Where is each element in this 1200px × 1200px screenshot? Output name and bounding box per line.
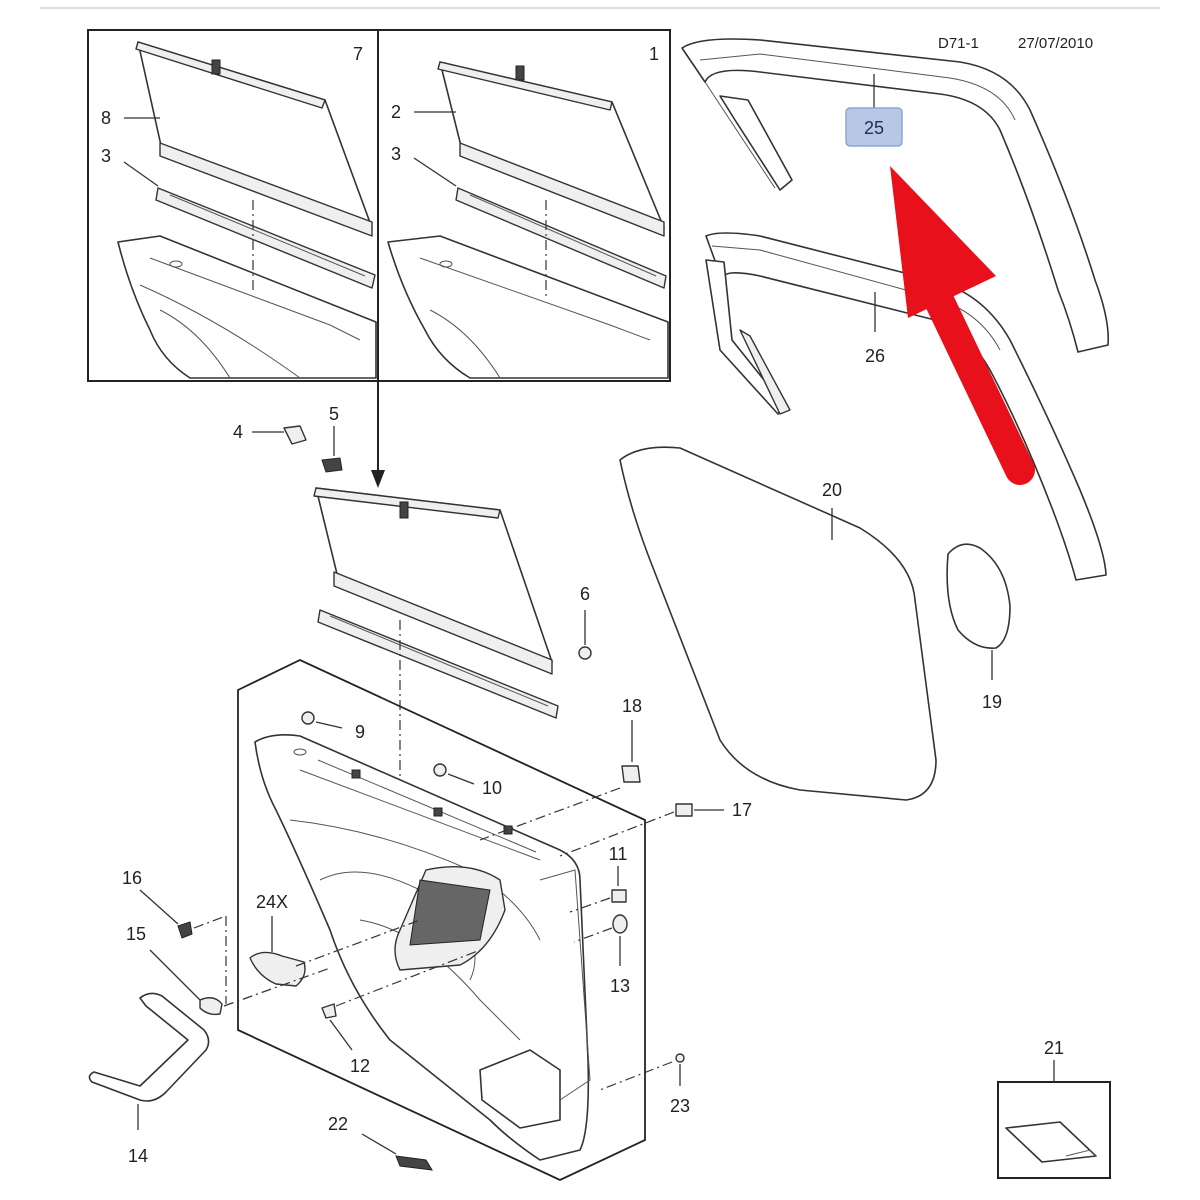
- sunshade-assembly-left-inset[interactable]: [117, 41, 377, 379]
- door-panel-outline-left: [117, 235, 377, 379]
- water-shield-20[interactable]: [619, 446, 937, 801]
- callout-12: 12: [350, 1056, 370, 1076]
- part-25-label: 25: [864, 118, 884, 138]
- roller-tube: [159, 142, 373, 237]
- callout-4: 4: [233, 422, 243, 442]
- screw-6[interactable]: [578, 646, 592, 660]
- callout-14: 14: [128, 1146, 148, 1166]
- sunshade-rail-main[interactable]: [317, 609, 559, 719]
- callout-11: 11: [609, 844, 628, 864]
- diagram-date: 27/07/2010: [1018, 35, 1093, 52]
- clip-5[interactable]: [321, 457, 343, 473]
- callout-10: 10: [482, 778, 502, 798]
- highlighted-part-25[interactable]: 25: [845, 74, 903, 147]
- clip-22[interactable]: [395, 1155, 433, 1171]
- clip-11[interactable]: [611, 889, 627, 903]
- clip-17[interactable]: [675, 803, 693, 817]
- callout-23: 23: [670, 1096, 690, 1116]
- callout-1: 1: [649, 44, 659, 64]
- cap-15[interactable]: [199, 997, 223, 1016]
- sunshade-assembly-right-inset[interactable]: [387, 61, 669, 379]
- trim-handle-14[interactable]: [88, 992, 210, 1102]
- callout-6: 6: [580, 584, 590, 604]
- diagram-code: D71-1: [938, 35, 979, 52]
- down-arrow: [371, 381, 385, 488]
- red-pointer-arrow: [890, 166, 1035, 485]
- door-trim-panel-frame: [237, 659, 646, 1181]
- callout-21: 21: [1044, 1038, 1064, 1058]
- sunshade-main[interactable]: [313, 487, 559, 800]
- clip-10[interactable]: [433, 763, 447, 777]
- clip-12[interactable]: [321, 1003, 337, 1019]
- callout-9: 9: [355, 722, 365, 742]
- part-25-highlight-box[interactable]: [845, 107, 903, 147]
- seal-25-lower-corner: [719, 95, 793, 191]
- callout-5: 5: [329, 404, 339, 424]
- callout-2: 2: [391, 102, 401, 122]
- door-panel-outline-right: [387, 235, 669, 379]
- callout-22: 22: [328, 1114, 348, 1134]
- callout-20: 20: [822, 480, 842, 500]
- door-handle-24x[interactable]: [249, 951, 306, 987]
- callout-8: 8: [101, 108, 111, 128]
- callout-16: 16: [122, 868, 142, 888]
- callout-3-left: 3: [101, 146, 111, 166]
- screw-23[interactable]: [675, 1053, 685, 1063]
- sunshade-roller-main: [333, 571, 553, 675]
- callout-19: 19: [982, 692, 1002, 712]
- callout-17: 17: [732, 800, 752, 820]
- door-trim-panel[interactable]: [254, 734, 591, 1161]
- callout-24x: 24X: [256, 892, 288, 912]
- guide-rail-3-right[interactable]: [455, 187, 667, 289]
- callout-7: 7: [353, 44, 363, 64]
- door-pocket: [479, 1049, 561, 1129]
- callout-18: 18: [622, 696, 642, 716]
- callout-15: 15: [126, 924, 146, 944]
- callout-3-right: 3: [391, 144, 401, 164]
- window-seal-26[interactable]: [705, 232, 1107, 581]
- callout-26: 26: [865, 346, 885, 366]
- window-seal-25[interactable]: [681, 38, 1110, 353]
- clip-13[interactable]: [612, 914, 628, 934]
- clip-18[interactable]: [621, 765, 641, 783]
- guide-rail-3[interactable]: [155, 187, 376, 289]
- clip-9[interactable]: [301, 711, 315, 725]
- clip-4[interactable]: [283, 425, 307, 445]
- screw-16[interactable]: [177, 921, 193, 939]
- kit-21[interactable]: [997, 1081, 1111, 1179]
- callout-13: 13: [610, 976, 630, 996]
- speaker-cover-19[interactable]: [946, 543, 1011, 649]
